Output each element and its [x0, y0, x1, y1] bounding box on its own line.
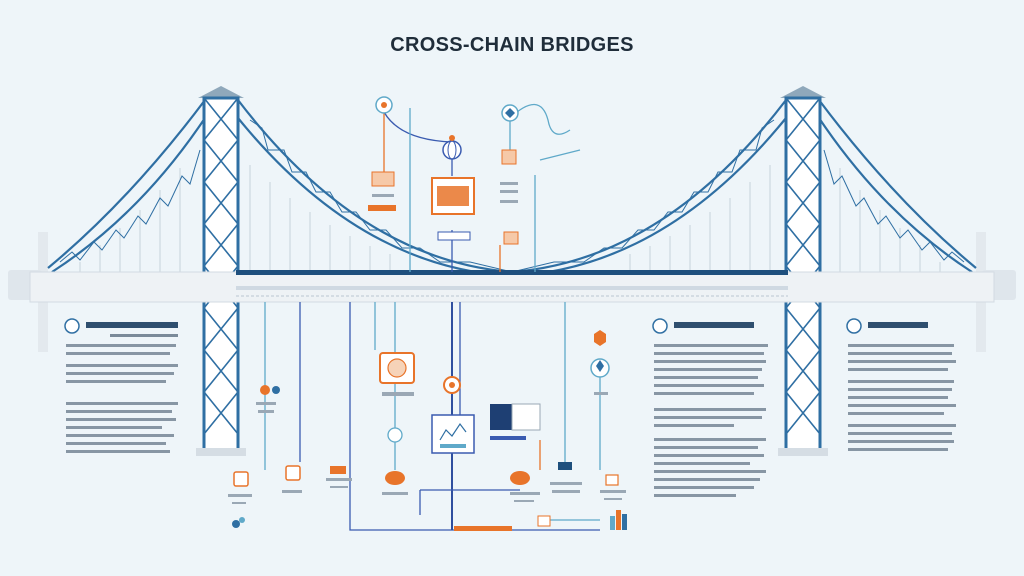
presentation-board-icon — [431, 414, 475, 454]
center-text-panel — [652, 318, 768, 497]
page-title: CROSS-CHAIN BRIDGES — [390, 34, 634, 56]
right-text-panel — [846, 318, 956, 451]
badge-icon — [233, 465, 346, 487]
main-cables — [47, 99, 977, 278]
person-circle-icon — [379, 352, 415, 396]
document-icon — [500, 149, 519, 245]
upper-flow-lines — [383, 103, 581, 272]
clipboard-icon — [368, 171, 396, 211]
padlock-icon — [387, 427, 403, 443]
flame-icon — [385, 471, 530, 485]
monitor-window-icon — [431, 177, 475, 241]
lightbulb-icon — [443, 376, 461, 394]
chart-bars-icon — [610, 510, 627, 530]
bridge-deck — [29, 270, 995, 303]
handshake-icon — [232, 515, 551, 528]
component-captions — [228, 392, 626, 504]
rocket-icon — [558, 462, 619, 486]
shield-icon — [590, 330, 610, 378]
globe-icon — [442, 135, 462, 160]
left-text-panel — [64, 318, 178, 453]
suspender-cables — [79, 165, 941, 275]
molecule-icon — [256, 385, 280, 413]
server-block-icon — [490, 403, 541, 440]
brain-network-icon — [501, 104, 519, 122]
orange-bar — [454, 526, 512, 531]
cable-truss — [59, 119, 965, 273]
settings-gear-icon — [375, 96, 393, 114]
